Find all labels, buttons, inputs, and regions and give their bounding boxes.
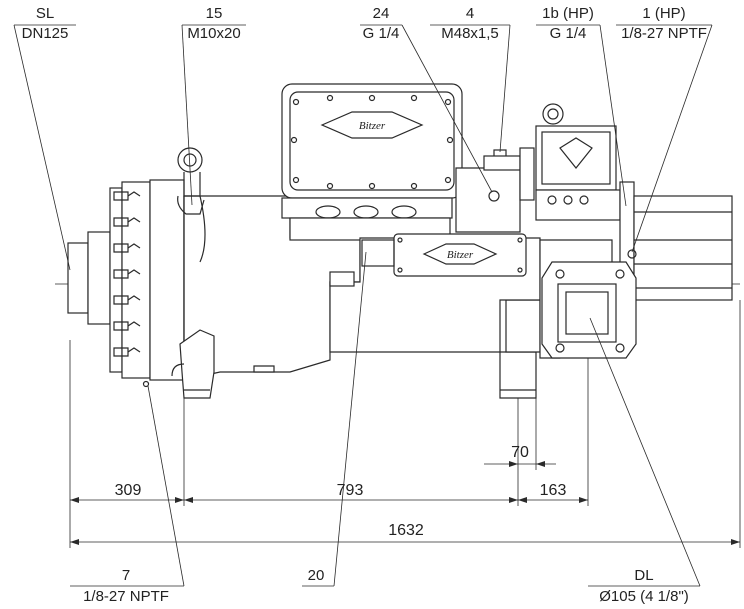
suction-flange <box>67 179 185 388</box>
callout-dl-bottom: Ø105 (4 1/8") <box>599 588 689 605</box>
foot-right <box>499 299 541 399</box>
discharge-flange <box>541 261 637 359</box>
controller-box <box>535 103 621 221</box>
callout-24-bottom: G 1/4 <box>362 25 400 42</box>
separator-cylinder <box>619 181 733 301</box>
callout-7-bottom: 1/8-27 NPTF <box>83 588 169 605</box>
callout-24-top: 24 <box>372 5 390 22</box>
callout-1-bottom: 1/8-27 NPTF <box>621 25 707 42</box>
terminal-box <box>281 83 463 241</box>
flange-bolts <box>113 191 141 357</box>
callout-1-top: 1 (HP) <box>642 5 686 22</box>
dim-793: 793 <box>336 482 364 499</box>
dim-1632: 1632 <box>388 522 424 539</box>
logo-text-housing: Bitzer <box>446 249 474 261</box>
callout-4-bottom: M48x1,5 <box>441 25 499 42</box>
callout-sl-bottom: DN125 <box>21 25 69 42</box>
dim-163: 163 <box>539 482 567 499</box>
callout-4-top: 4 <box>465 5 475 22</box>
dim-70: 70 <box>511 444 529 461</box>
dim-309: 309 <box>114 482 142 499</box>
foot-left <box>171 329 215 399</box>
callout-1b-bottom: G 1/4 <box>549 25 587 42</box>
upper-valve-block <box>455 147 535 233</box>
logo-text-top: Bitzer <box>358 120 386 132</box>
callout-20-top: 20 <box>307 567 325 584</box>
callout-1b-top: 1b (HP) <box>542 5 594 22</box>
callout-15-bottom: M10x20 <box>187 25 241 42</box>
callout-sl-top: SL <box>35 5 55 22</box>
callout-7-top: 7 <box>121 567 131 584</box>
terminal-box-screws <box>290 94 454 190</box>
callout-dl-top: DL <box>634 567 654 584</box>
callout-15-top: 15 <box>205 5 223 22</box>
